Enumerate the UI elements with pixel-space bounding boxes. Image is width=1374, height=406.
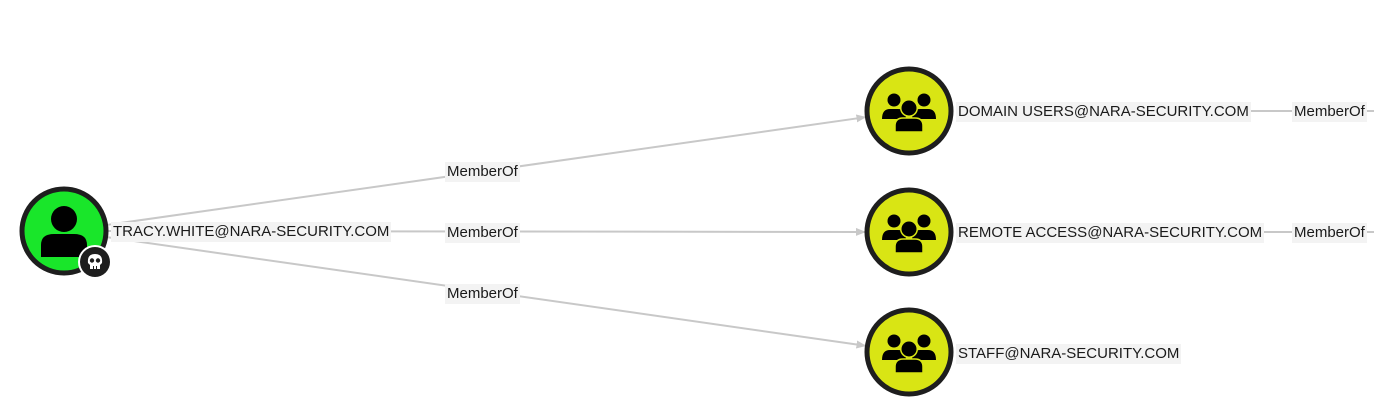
group-icon (882, 214, 936, 254)
node-user[interactable] (19, 186, 112, 279)
user-icon (41, 206, 87, 257)
node-g2[interactable] (864, 187, 954, 277)
edge-label[interactable]: MemberOf (445, 284, 520, 304)
edge-label[interactable]: MemberOf (1292, 223, 1367, 243)
skull-icon (78, 245, 112, 279)
node-label-g3[interactable]: STAFF@NARA-SECURITY.COM (956, 344, 1182, 364)
node-g3[interactable] (864, 307, 954, 397)
node-label-user[interactable]: TRACY.WHITE@NARA-SECURITY.COM (111, 222, 392, 242)
edge-label[interactable]: MemberOf (1292, 102, 1367, 122)
node-g1[interactable] (864, 66, 954, 156)
edge-label[interactable]: MemberOf (445, 162, 520, 182)
node-label-g1[interactable]: DOMAIN USERS@NARA-SECURITY.COM (956, 102, 1251, 122)
group-icon (882, 93, 936, 133)
group-icon (882, 334, 936, 374)
node-label-g2[interactable]: REMOTE ACCESS@NARA-SECURITY.COM (956, 223, 1265, 243)
edge-label[interactable]: MemberOf (445, 223, 520, 243)
